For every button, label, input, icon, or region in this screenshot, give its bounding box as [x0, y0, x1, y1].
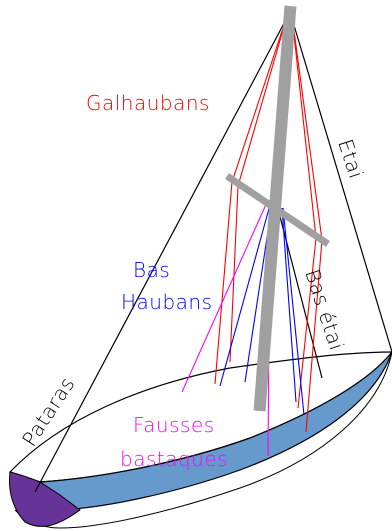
- fausse-bastaque-1: [181, 199, 269, 393]
- label-bastaques: bastaques: [120, 447, 228, 471]
- bas-etai-line: [276, 204, 323, 379]
- label-bas: Bas: [133, 258, 170, 282]
- bas-hauban-3: [281, 207, 297, 403]
- bas-hauban-4: [282, 207, 305, 416]
- label-bas-etai: Bas étai: [300, 266, 349, 353]
- pataras-line: [34, 11, 291, 493]
- bow-purple: [9, 471, 81, 527]
- label-galhaubans: Galhaubans: [86, 91, 210, 115]
- label-fausses: Fausses: [133, 413, 215, 437]
- rigging-black: [34, 11, 392, 493]
- mast-group: [225, 5, 330, 412]
- bas-hauban-1: [219, 204, 271, 387]
- label-haubans: Haubans: [121, 290, 213, 314]
- mast: [253, 5, 297, 412]
- hull-bottom-edge: [14, 351, 392, 529]
- etai-line: [289, 11, 392, 353]
- hull: [8, 351, 392, 529]
